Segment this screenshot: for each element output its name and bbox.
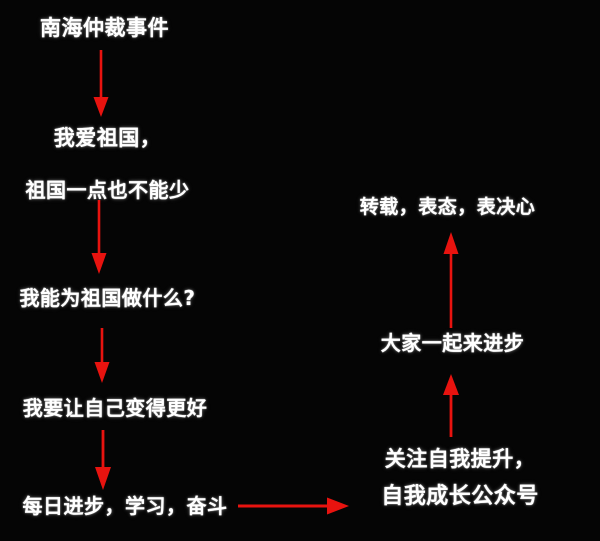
node-self-growth-account: 自我成长公众号 <box>381 484 539 509</box>
arrow-down-notless-to-what <box>91 200 107 274</box>
node-love-motherland: 我爱祖国， <box>53 126 162 150</box>
arrow-up-follow-to-together <box>443 374 459 437</box>
arrow-down-incident-to-love <box>93 50 109 117</box>
arrow-down-better-to-daily <box>95 430 111 490</box>
node-follow-self-improvement: 关注自我提升， <box>384 447 536 471</box>
node-not-one-bit-less: 祖国一点也不能少 <box>25 178 190 202</box>
node-incident: 南海仲裁事件 <box>40 16 169 40</box>
node-progress-together: 大家一起来进步 <box>380 331 525 355</box>
arrow-right-daily-to-follow <box>238 497 349 515</box>
node-make-myself-better: 我要让自己变得更好 <box>22 396 208 420</box>
node-repost-declare: 转载，表态，表决心 <box>359 196 536 218</box>
arrow-up-together-to-repost <box>443 232 459 328</box>
node-daily-progress: 每日进步，学习，奋斗 <box>22 494 228 518</box>
arrow-down-what-to-better <box>94 328 110 383</box>
node-what-can-i-do: 我能为祖国做什么? <box>19 286 196 310</box>
